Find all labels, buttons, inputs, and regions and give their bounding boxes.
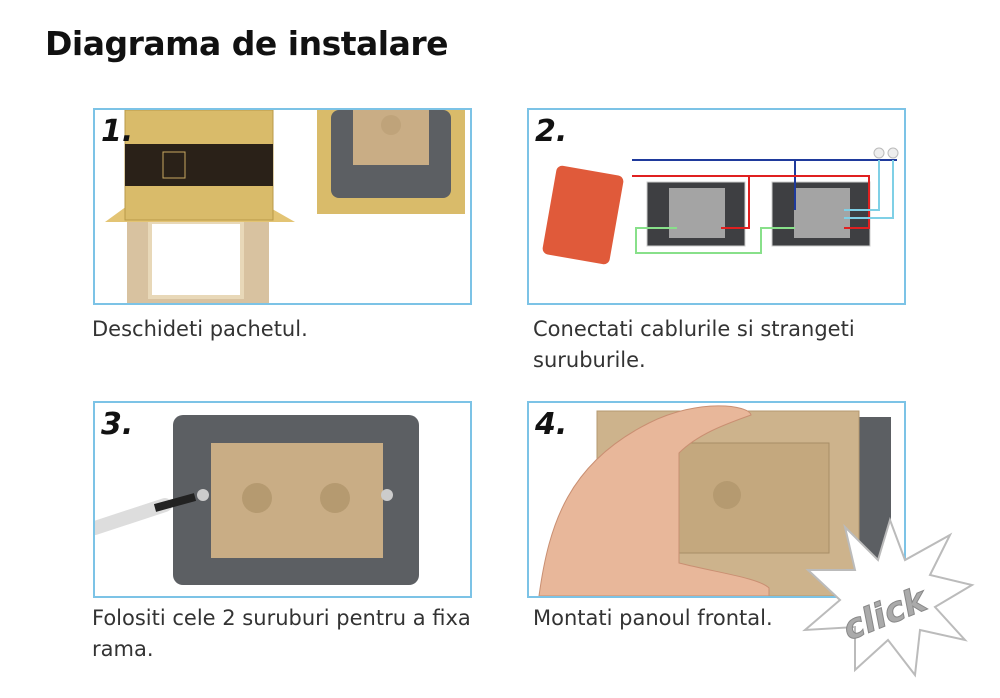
step-number: 2. <box>535 114 568 149</box>
step-number: 4. <box>535 407 568 442</box>
step-1-caption: Deschideti pachetul. <box>92 317 308 341</box>
package-illustration <box>105 110 465 303</box>
step-3-image: 3. <box>93 401 472 598</box>
step-number: 1. <box>101 114 134 149</box>
step-1-image: 1. <box>93 108 472 305</box>
page-title: Diagrama de instalare <box>45 24 449 63</box>
frame-screw-illustration <box>95 415 419 585</box>
step-2-caption: Conectati cablurile si strangeti surubur… <box>533 317 855 372</box>
step-number: 3. <box>101 407 134 442</box>
step-3-caption: Folositi cele 2 suruburi pentru a fixa r… <box>92 606 471 661</box>
click-starburst-icon: click <box>802 516 975 678</box>
step-2-image: 2. <box>527 108 906 305</box>
front-panel-illustration <box>538 405 891 596</box>
wiring-illustration <box>542 147 899 265</box>
step-4-caption: Montati panoul frontal. <box>533 606 773 630</box>
step-4-image: 4. <box>527 401 906 598</box>
